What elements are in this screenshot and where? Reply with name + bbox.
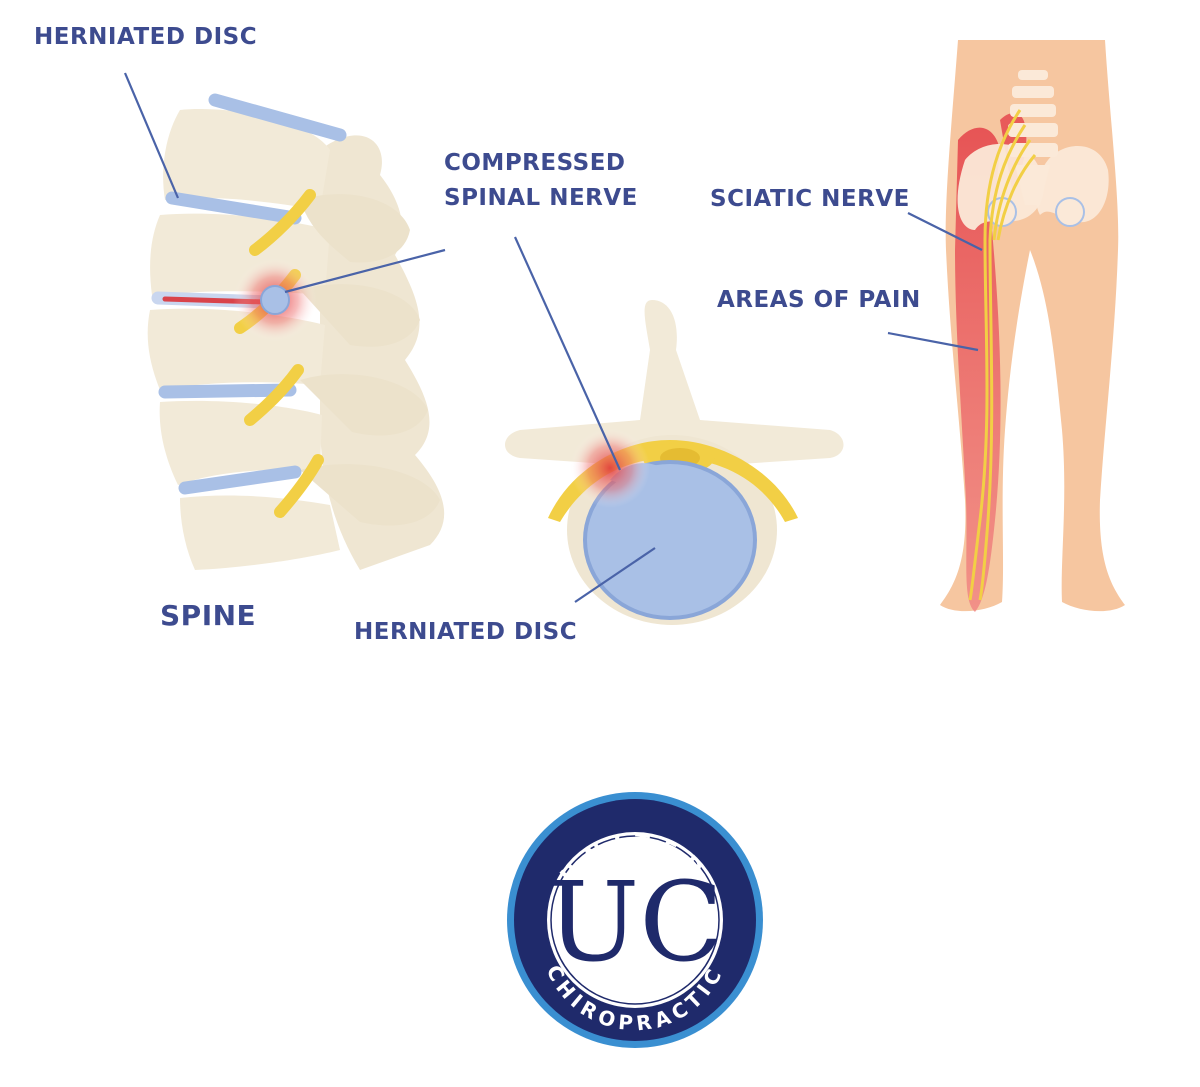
- compressed-line-2: SPINAL NERVE: [444, 185, 638, 211]
- compressed-spinal-nerve-label: COMPRESSED SPINAL NERVE: [444, 146, 638, 216]
- logo-monogram: UC: [547, 858, 724, 986]
- legs-sciatic-nerve: [887, 40, 1125, 612]
- herniated-disc-top-label: HERNIATED DISC: [34, 24, 258, 50]
- herniated-disc-bottom-label: HERNIATED DISC: [354, 619, 578, 645]
- spine-label: SPINE: [160, 599, 257, 632]
- areas-of-pain-label: AREAS OF PAIN: [717, 287, 921, 313]
- compressed-line-1: COMPRESSED: [444, 150, 626, 176]
- united-chiropractic-logo: [507, 792, 763, 1048]
- sciatic-nerve-label: SCIATIC NERVE: [710, 186, 910, 212]
- vertebra-cross-section: [505, 236, 844, 625]
- spine-side-view: [123, 72, 446, 570]
